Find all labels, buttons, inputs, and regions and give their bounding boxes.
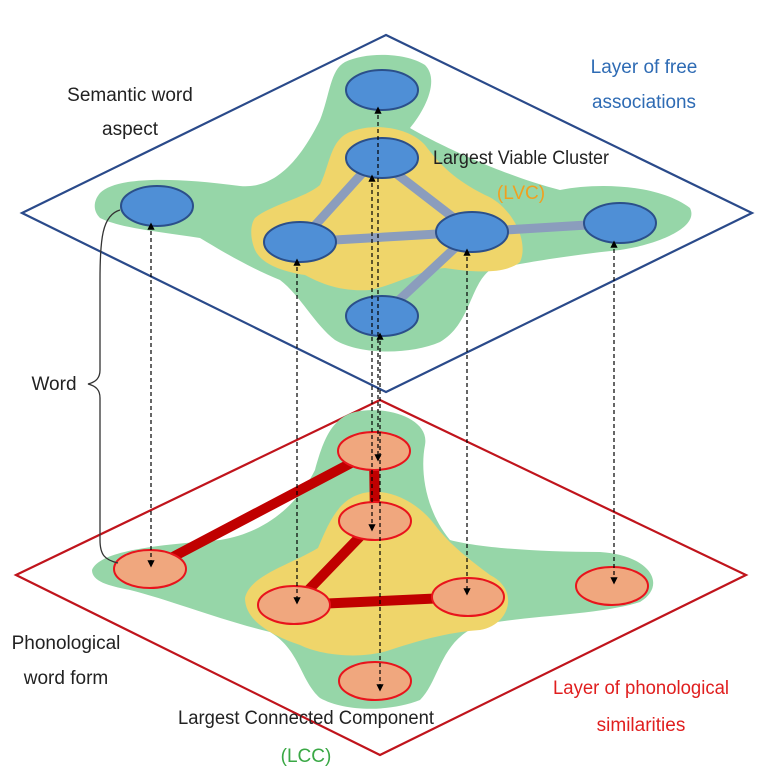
interlayer-links [147,106,618,692]
phono-form-label-line1: Phonological [12,633,121,654]
phono-form-label-line2: word form [23,668,108,689]
semantic-node[interactable] [345,69,419,111]
phono-layer-label-line1: Layer of phonological [553,678,729,699]
word-label: Word [31,374,76,395]
lvc-name-label: Largest Viable Cluster [433,148,610,169]
phonological-node[interactable] [338,661,412,701]
phonological-node[interactable] [337,431,411,471]
phonological-node[interactable] [257,585,331,625]
phonological-node[interactable] [431,577,505,617]
lvc-abbr-label: (LVC) [497,183,545,204]
semantic-node[interactable] [120,185,194,227]
lcc-name-label: Largest Connected Component [178,708,435,729]
word-brace [87,209,121,564]
phonological-node[interactable] [113,549,187,589]
semantic-node[interactable] [263,221,337,263]
phono-layer-label-line2: similarities [597,715,686,736]
semantic-aspect-label-line2: aspect [102,119,159,140]
semantic-nodes [120,69,657,337]
phonological-nodes [113,431,649,701]
semantic-node[interactable] [583,202,657,244]
phonological-edge [145,446,379,574]
free-layer-label-line1: Layer of free [591,57,698,78]
free-layer-label-line2: associations [592,92,696,113]
semantic-node[interactable] [345,295,419,337]
lcc-abbr-label: (LCC) [281,746,332,767]
phonological-node[interactable] [338,501,412,541]
semantic-node[interactable] [345,137,419,179]
semantic-node[interactable] [435,211,509,253]
semantic-aspect-label-line1: Semantic word [67,85,193,106]
phonological-node[interactable] [575,566,649,606]
